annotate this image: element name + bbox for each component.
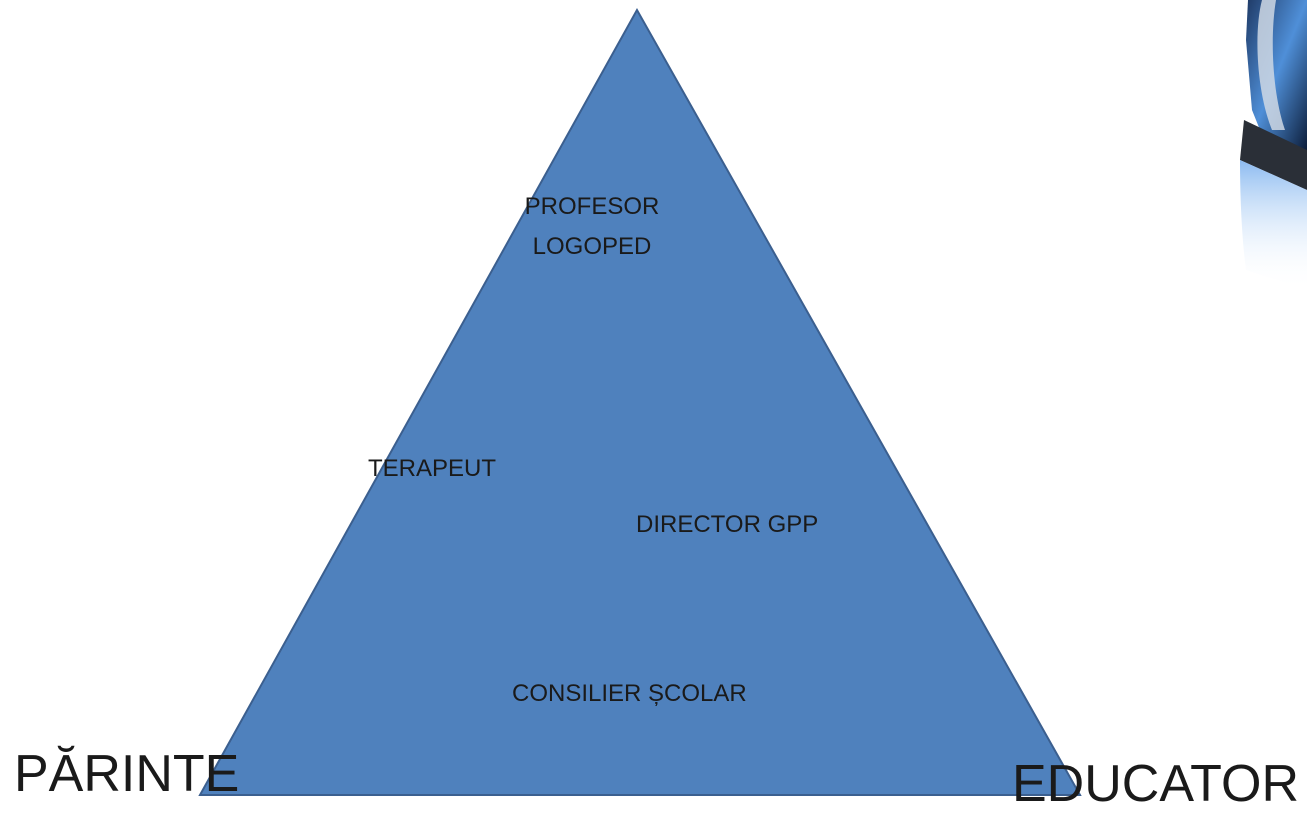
corner-educator-label: EDUCATOR xyxy=(1012,755,1299,813)
role-triangle xyxy=(198,7,1082,796)
role-logoped-label: LOGOPED xyxy=(532,233,652,260)
corner-parinte-label: PĂRINTE xyxy=(14,745,240,803)
role-consilier-label: CONSILIER ȘCOLAR xyxy=(512,680,747,707)
role-profesor-label: PROFESOR xyxy=(524,193,660,220)
laptop-icon xyxy=(1240,0,1307,290)
role-director-label: DIRECTOR GPP xyxy=(636,511,819,538)
role-terapeut-label: TERAPEUT xyxy=(368,455,497,482)
